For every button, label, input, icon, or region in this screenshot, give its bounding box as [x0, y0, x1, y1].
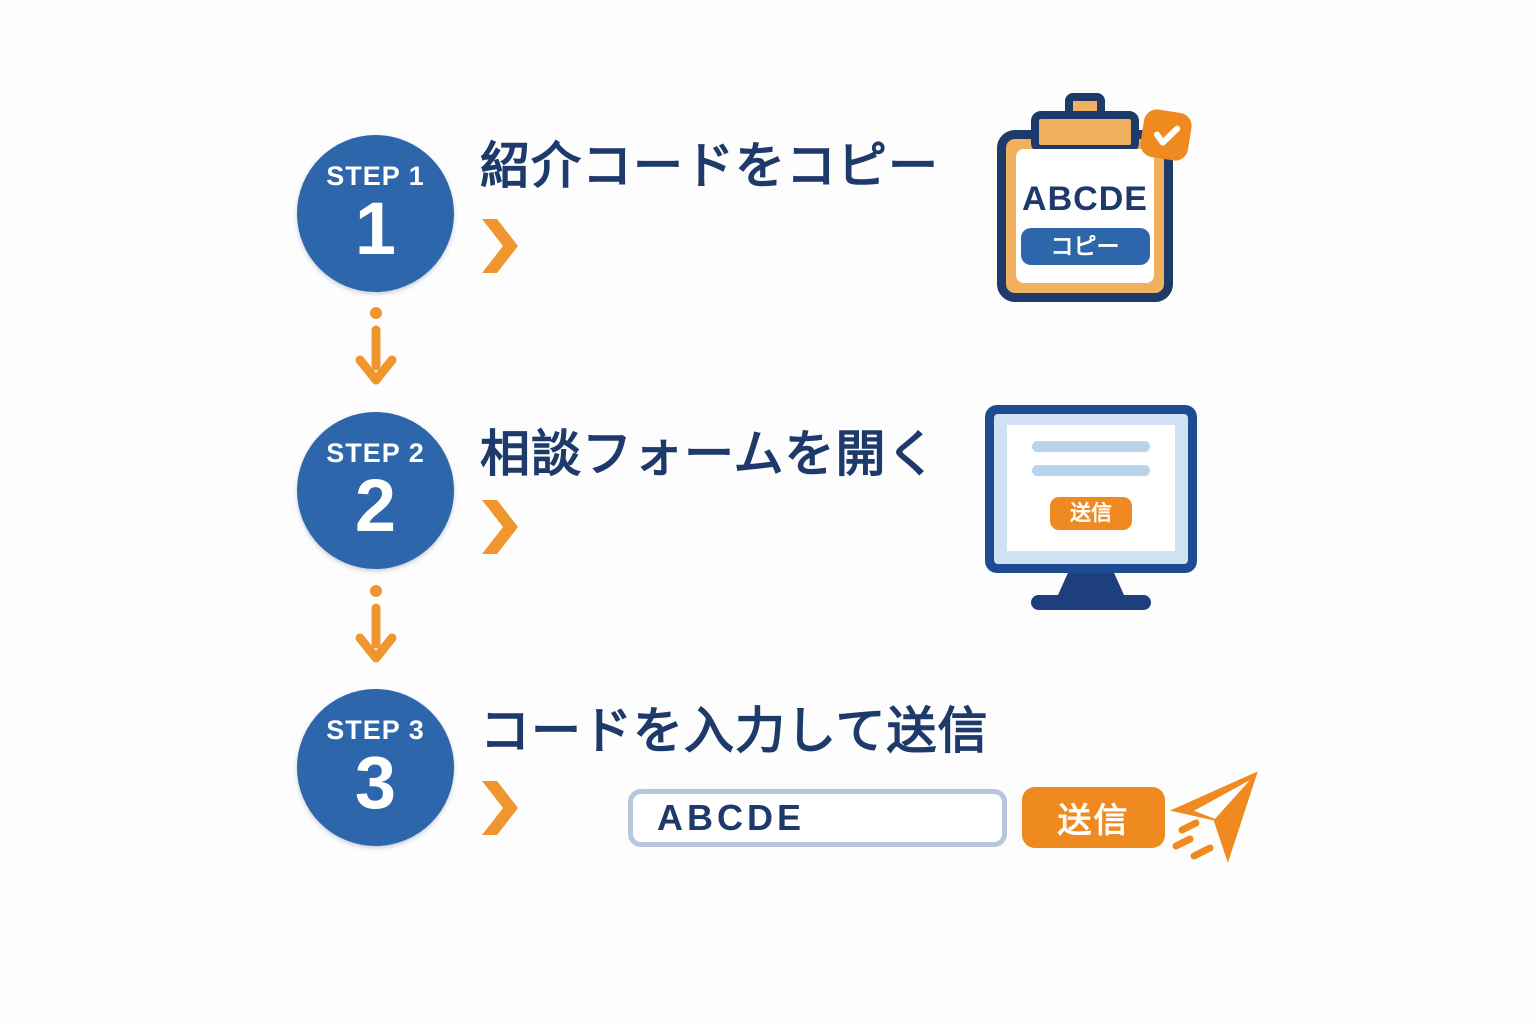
submit-button[interactable]: 送信 [1022, 787, 1165, 848]
clipboard-paper: ABCDE コピー [1016, 149, 1154, 283]
form-line [1032, 465, 1150, 476]
step-1-circle: STEP 1 1 [297, 135, 454, 292]
step-1-badge: STEP 1 [326, 160, 425, 191]
clipboard-icon: ABCDE コピー [997, 93, 1194, 302]
step-3-number: 3 [354, 740, 397, 824]
paper-plane-icon [1168, 758, 1272, 873]
step-3-circle: STEP 3 3 [297, 689, 454, 846]
monitor-form: 送信 [1007, 425, 1175, 551]
copy-button[interactable]: コピー [1020, 227, 1150, 265]
monitor-stand-base [1031, 595, 1151, 610]
step-2-title: 相談フォームを開く [480, 426, 938, 482]
step-1-title: 紹介コードをコピー [480, 138, 939, 194]
down-arrow-icon [355, 306, 397, 397]
step-3-badge: STEP 3 [326, 714, 425, 745]
step-2-circle: STEP 2 2 [297, 412, 454, 569]
chevron-right-icon [482, 500, 518, 559]
monitor-icon: 送信 [985, 405, 1197, 610]
step-2-number: 2 [354, 463, 397, 547]
monitor-frame: 送信 [985, 405, 1197, 573]
step-3-title: コードを入力して送信 [480, 703, 989, 759]
step-2-badge: STEP 2 [326, 437, 425, 468]
step-1-number: 1 [354, 186, 397, 270]
monitor-stand-neck [1058, 573, 1124, 595]
down-arrow-icon [355, 584, 397, 675]
chevron-right-icon [482, 219, 518, 278]
form-line [1032, 441, 1150, 452]
chevron-right-icon [482, 781, 518, 840]
clipboard-clip-bar [1031, 111, 1139, 153]
referral-code-text: ABCDE [1022, 179, 1148, 218]
form-submit-button[interactable]: 送信 [1050, 497, 1132, 530]
check-badge-icon [1138, 107, 1194, 163]
monitor-screen: 送信 [994, 414, 1188, 564]
code-input[interactable] [628, 789, 1007, 847]
